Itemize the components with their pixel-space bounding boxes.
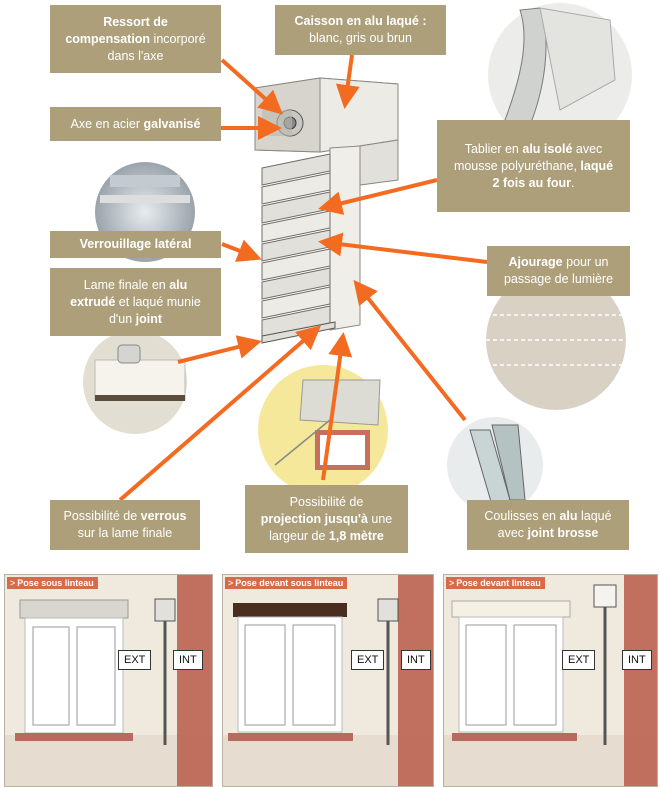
arrow-ajourage [318, 232, 488, 264]
text: Possibilité de [289, 494, 364, 509]
panel-drawing [5, 575, 212, 786]
ext-label: EXT [562, 650, 596, 670]
text: Axe en acier [70, 116, 144, 131]
panel-tag: >Pose devant sous linteau [225, 577, 348, 589]
callout-verrous: Possibilité de verrous sur la lame final… [50, 500, 200, 550]
text: Pose devant linteau [456, 578, 541, 588]
text: mousse polyuréthane, [453, 158, 581, 173]
panel-pose-devant-sous-linteau: >Pose devant sous linteau EXT INT [222, 574, 434, 787]
text: Coulisses en [484, 509, 560, 523]
callout-projection: Possibilité de projection jusqu'à une la… [245, 485, 408, 553]
callout-axe: Axe en acier galvanisé [50, 107, 221, 141]
text: alu [559, 509, 578, 523]
text: largeur de [269, 528, 329, 543]
text: Pose devant sous linteau [235, 578, 344, 588]
text: alu isolé [522, 141, 573, 156]
slat [261, 153, 331, 186]
text: et laqué munie [115, 294, 201, 309]
callout-coulisses: Coulisses en alu laqué avec joint brosse [467, 500, 629, 550]
text: laqué [577, 509, 612, 523]
text: incorporé [150, 31, 206, 46]
arrow-projection [321, 332, 353, 481]
text: pour un [562, 255, 609, 269]
text: verrous [140, 509, 187, 523]
text: Possibilité de [63, 509, 141, 523]
arrow-verrouillage [221, 239, 262, 262]
callout-caisson: Caisson en alu laqué : blanc, gris ou br… [275, 5, 446, 55]
ext-label: EXT [351, 650, 385, 670]
panel-drawing [223, 575, 433, 786]
panel-pose-sous-linteau: >Pose sous linteau EXT INT [4, 574, 213, 787]
arrow-coulisses [353, 279, 467, 422]
slat [261, 248, 331, 281]
text: 1,8 mètre [328, 528, 384, 543]
text: avec [497, 526, 528, 540]
int-label: INT [173, 650, 203, 670]
int-label: INT [622, 650, 652, 670]
callout-ressort: Ressort de compensation incorporé dans l… [50, 5, 221, 73]
text: Verrouillage latéral [79, 237, 192, 251]
text: une [367, 511, 393, 526]
text: compensation [65, 31, 151, 46]
text: . [571, 175, 575, 190]
callout-tablier: Tablier en alu isolé avec mousse polyuré… [437, 120, 630, 212]
tablier-slats [261, 153, 331, 338]
text: joint [135, 311, 163, 326]
text: Ajourage [508, 255, 563, 269]
text: galvanisé [143, 116, 201, 131]
coulisse-joint-photo [447, 417, 543, 513]
text: blanc, gris ou brun [309, 31, 412, 45]
text: d'un [108, 311, 136, 326]
text: Lame finale en [83, 277, 170, 292]
slat [261, 286, 331, 319]
text: sur la lame finale [77, 526, 173, 540]
panel-tag: >Pose devant linteau [446, 577, 545, 589]
slat [261, 172, 331, 205]
chevron-right-icon: > [449, 578, 455, 588]
text: passage de lumière [503, 272, 614, 286]
end-slat-joint-photo [83, 330, 187, 434]
slat-profile-photo [488, 3, 632, 147]
arrow-lame [177, 335, 262, 364]
text: joint brosse [527, 526, 599, 540]
arrow-verrous [118, 325, 322, 502]
arrow-tablier [318, 178, 438, 215]
arrow-caisson [335, 54, 360, 109]
text: laqué [580, 158, 614, 173]
callout-verrouillage: Verrouillage latéral [50, 231, 221, 258]
int-label: INT [401, 650, 431, 670]
panel-tag: >Pose sous linteau [7, 577, 98, 589]
ajourage-photo [486, 270, 626, 410]
slat [261, 267, 331, 300]
text: alu [169, 277, 188, 292]
arrow-ressort [220, 58, 283, 115]
slat [261, 210, 331, 243]
text: dans l'axe [107, 48, 164, 63]
text: Tablier en [464, 141, 523, 156]
text: extrudé [70, 294, 116, 309]
ext-label: EXT [118, 650, 152, 670]
chevron-right-icon: > [228, 578, 234, 588]
callout-ajourage: Ajourage pour un passage de lumière [487, 246, 630, 296]
coulisse-rail [329, 139, 399, 331]
text: Caisson en alu laqué : [294, 14, 427, 28]
text: projection jusqu'à [260, 511, 368, 526]
panel-drawing [444, 575, 657, 786]
caisson-box [254, 77, 399, 153]
text: 2 fois au four [492, 175, 571, 190]
panel-pose-devant-linteau: >Pose devant linteau EXT INT [443, 574, 658, 787]
callout-lame: Lame finale en alu extrudé et laqué muni… [50, 268, 221, 336]
text: avec [572, 141, 603, 156]
text: Ressort de [103, 14, 168, 29]
chevron-right-icon: > [10, 578, 16, 588]
text: Pose sous linteau [17, 578, 94, 588]
